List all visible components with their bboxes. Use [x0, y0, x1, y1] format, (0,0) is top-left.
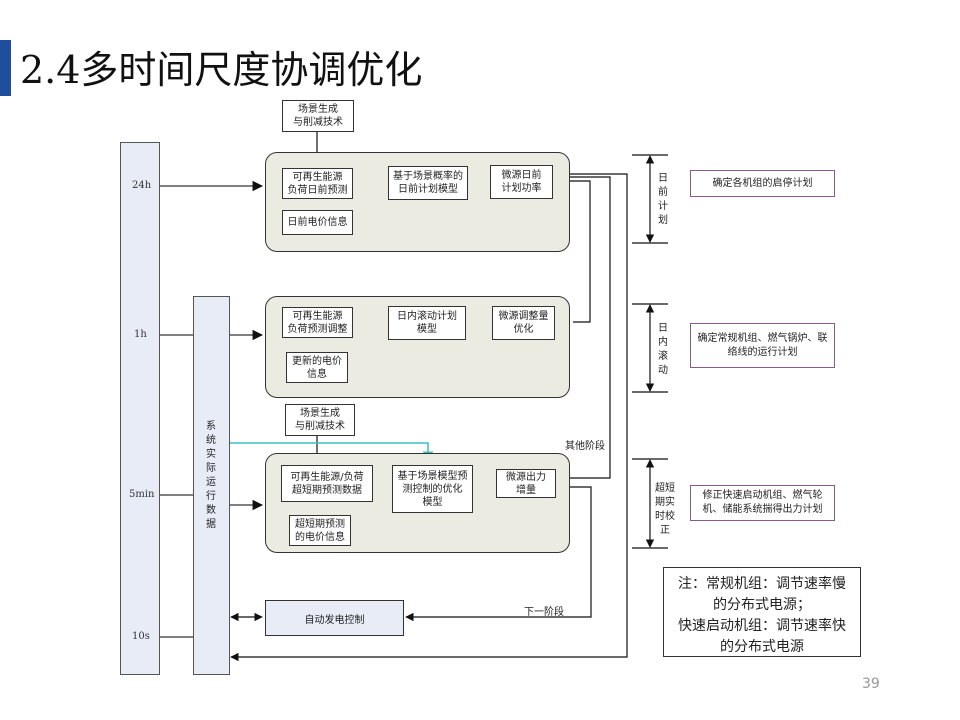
note-box: 注：常规机组：调节速率慢 的分布式电源； 快速启动机组：调节速率快 的分布式电源	[663, 567, 861, 657]
box-line: 模型	[417, 324, 437, 335]
period-intraday-label: 日内滚动	[658, 323, 668, 376]
box-ultra-forecast: 可再生能源/负荷超短期预测数据	[281, 465, 373, 502]
box-line: 基于场景模型预	[397, 470, 468, 482]
box-ultra-model: 基于场景模型预测控制的优化模型	[392, 465, 473, 513]
box-line: 增量	[516, 484, 536, 496]
note-line: 快速启动机组：调节速率快	[678, 618, 846, 634]
box-line: 可再生能源	[292, 171, 343, 183]
box-day-ahead-forecast: 可再生能源负荷日前预测	[282, 168, 353, 199]
result-realtime: 修正快速启动机组、燃气轮机、储能系统揣得出力计划	[690, 485, 835, 521]
system-data-column	[193, 296, 230, 675]
label-other-stage: 其他阶段	[565, 441, 605, 452]
title-accent-bar	[0, 40, 11, 96]
box-day-ahead-output: 微源日前计划功率	[490, 165, 553, 199]
note-line: 的分布式电源	[720, 639, 804, 655]
box-line: 日前电价信息	[287, 217, 348, 228]
page-number: 39	[862, 676, 880, 692]
box-line: 微源调整量	[498, 311, 549, 322]
result-text: 确定常规机组、燃气锅炉、联络线的运行计划	[697, 332, 828, 358]
tick-1h: 1h	[134, 329, 147, 340]
box-line: 负荷日前预测	[287, 184, 348, 196]
box-line: 可再生能源/负荷	[290, 471, 364, 483]
tick-5min: 5min	[129, 489, 155, 500]
period-day-ahead-label: 日前计划	[658, 173, 668, 226]
box-line: 负荷预测调整	[287, 323, 348, 335]
box-line: 超短期预测	[295, 518, 345, 530]
slide-title: 2.4多时间尺度协调优化	[20, 48, 423, 92]
time-axis	[120, 142, 160, 675]
period-realtime-label: 超短期实时校正	[655, 483, 675, 536]
tick-10s: 10s	[132, 631, 150, 642]
box-line: 日内滚动计划	[397, 311, 457, 322]
box-line: 模型	[422, 496, 443, 508]
note-line: 的分布式电源；	[713, 597, 811, 613]
box-line: 微源出力	[506, 471, 546, 483]
scenario-line: 场景生成	[298, 104, 338, 115]
box-ultra-output: 微源出力增量	[496, 469, 556, 498]
scenario-box-mid: 场景生成与削减技术	[285, 404, 355, 436]
box-line: 更新的电价	[292, 355, 342, 367]
box-intraday-forecast: 可再生能源负荷预测调整	[282, 307, 353, 338]
box-intraday-output: 微源调整量优化	[492, 306, 555, 340]
result-intraday: 确定常规机组、燃气锅炉、联络线的运行计划	[690, 323, 835, 368]
box-line: 日前计划模型	[398, 184, 458, 195]
result-day-ahead: 确定各机组的启停计划	[690, 170, 835, 197]
box-day-ahead-price: 日前电价信息	[282, 210, 353, 235]
label-next-stage: 下一阶段	[524, 607, 564, 618]
box-line: 可再生能源	[292, 310, 343, 322]
result-text: 修正快速启动机组、燃气轮机、储能系统揣得出力计划	[702, 490, 823, 515]
scenario-line: 场景生成	[300, 408, 340, 419]
system-data-label: 系统实际运行数据	[206, 421, 216, 530]
box-line: 的电价信息	[295, 531, 345, 543]
box-line: 信息	[307, 368, 327, 380]
box-line: 基于场景概率的	[393, 171, 463, 182]
box-day-ahead-model: 基于场景概率的日前计划模型	[388, 166, 468, 200]
box-intraday-model: 日内滚动计划模型	[388, 306, 466, 340]
scenario-line: 与削减技术	[295, 421, 345, 432]
tick-24h: 24h	[132, 180, 152, 191]
box-intraday-price: 更新的电价信息	[286, 352, 348, 383]
box-line: 优化	[513, 324, 534, 335]
agc-box: 自动发电控制	[265, 600, 404, 636]
agc-label: 自动发电控制	[304, 614, 365, 626]
result-text: 确定各机组的启停计划	[712, 177, 813, 189]
box-line: 微源日前	[501, 170, 542, 181]
box-line: 测控制的优化	[402, 483, 463, 495]
scenario-box-top: 场景生成与削减技术	[282, 100, 354, 132]
box-ultra-price: 超短期预测的电价信息	[289, 515, 351, 546]
box-line: 计划功率	[501, 183, 542, 194]
note-line: 注：常规机组：调节速率慢	[678, 576, 846, 592]
scenario-line: 与削减技术	[293, 117, 343, 128]
box-line: 超短期预测数据	[292, 484, 362, 496]
